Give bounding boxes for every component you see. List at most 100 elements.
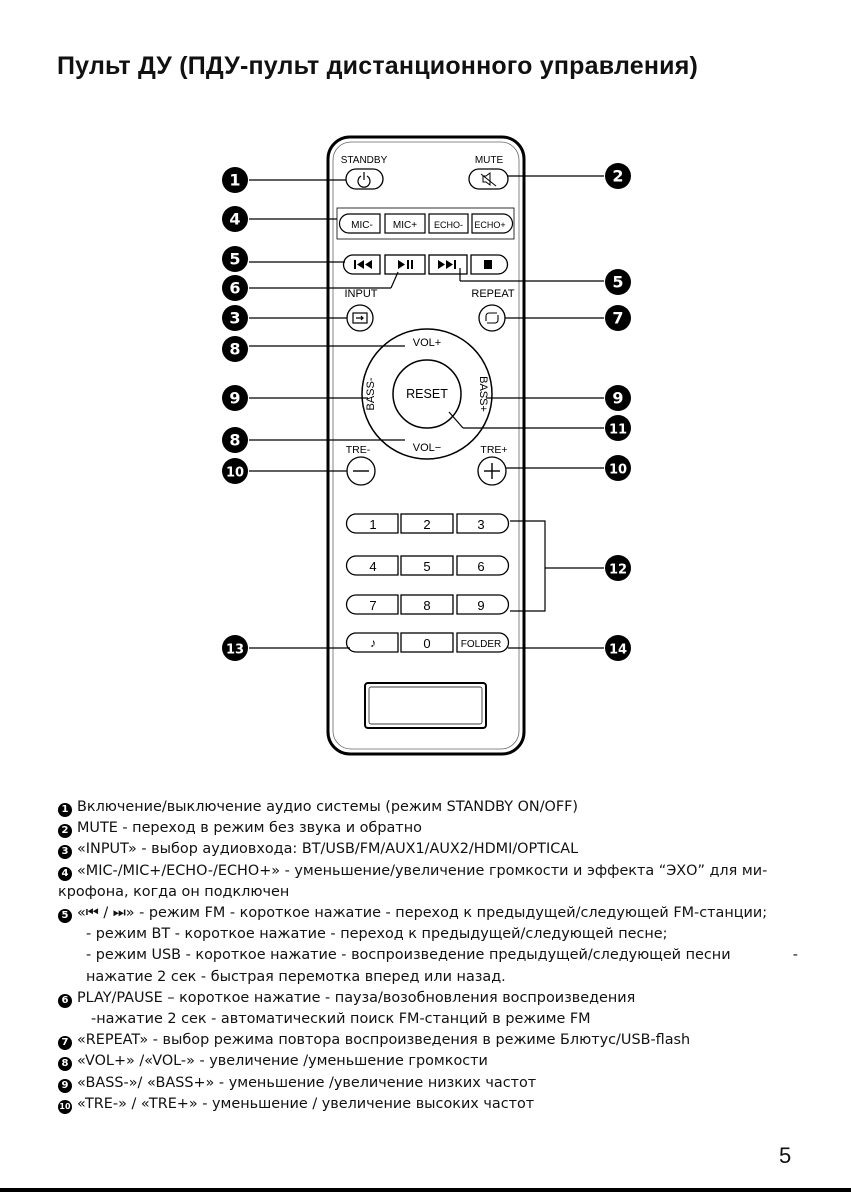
folder-button[interactable]: FOLDER [456,632,510,653]
number-label-9: 9 [477,598,484,613]
desc-4b: крофона, когда он подключен [58,883,290,900]
desc-8: 8«VOL+» /«VOL-» - увеличение /уменьшение… [58,1051,798,1072]
mute-button[interactable] [468,168,509,190]
callout-14: 14 [605,635,631,661]
bullet-9: 9 [58,1078,72,1093]
number-label-3: 3 [477,517,484,532]
zero-button[interactable] [400,632,454,653]
callout-number-2: 2 [612,167,623,186]
callout-10: 10 [605,455,631,481]
number-label-1: 1 [369,517,376,532]
next-button[interactable] [428,254,468,275]
number-button-8[interactable]: 8 [400,594,454,615]
callout-6: 6 [222,275,248,301]
callout-number-8: 8 [229,431,240,450]
callout-number-6: 6 [229,279,240,298]
number-button-9[interactable]: 9 [456,594,510,615]
mic-echo-group-frame [336,207,515,240]
desc-9: 9«BASS-»/ «BASS+» - уменьшение /увеличен… [58,1073,798,1094]
callout-number-5: 5 [612,273,623,292]
mic-plus-button[interactable] [384,213,426,234]
number-button-2[interactable]: 2 [400,513,454,534]
bass-minus-label[interactable]: BASS- [365,377,377,410]
number-button-1[interactable]: 1 [345,513,399,534]
bullet-4: 4 [58,866,72,881]
echo-minus-button[interactable] [428,213,469,234]
plus-icon [484,463,500,479]
vol-minus-label[interactable]: VOL− [413,442,441,454]
number-button-4[interactable]: 4 [345,555,399,576]
mic-minus-label: MIC- [351,220,373,231]
previous-button[interactable] [342,254,381,275]
callout-8: 8 [222,336,248,362]
music-button[interactable]: ♪ [345,632,399,653]
repeat-button[interactable] [478,304,506,332]
remote-inner-edge [332,141,520,750]
callout-number-13: 13 [226,643,244,658]
number-button-3[interactable]: 3 [456,513,510,534]
callout-1: 1 [222,167,248,193]
number-button-5[interactable]: 5 [400,555,454,576]
callout-number-3: 3 [229,309,240,328]
page-number: 5 [779,1143,792,1168]
bullet-6: 6 [58,993,72,1008]
mic-plus-label: MIC+ [393,220,417,231]
callout-12: 12 [605,555,631,581]
folder-label: FOLDER [461,639,502,650]
play-pause-button[interactable] [384,254,426,275]
ir-window [364,682,487,729]
repeat-icon [485,312,499,324]
callout-5: 5 [222,246,248,272]
mic-minus-button[interactable]: MIC- [338,213,381,234]
standby-label: STANDBY [341,155,388,166]
callout-number-4: 4 [229,210,240,229]
echo-plus-button[interactable]: ECHO+ [471,213,514,234]
callout-lines [249,175,604,649]
callout-number-9: 9 [229,389,240,408]
bullet-5: 5 [58,909,72,924]
number-label-6: 6 [477,559,484,574]
callout-number-11: 11 [609,423,627,438]
desc-3: 3«INPUT» - выбор аудиовхода: BT/USB/FM/A… [58,839,798,860]
bullet-7: 7 [58,1036,72,1051]
zero-label: 0 [423,636,430,651]
bullet-10: 10 [58,1099,72,1114]
callout-number-5: 5 [229,250,240,269]
stop-button[interactable] [470,254,509,275]
remote-control-diagram: STANDBY MUTE MIC- MIC+ ECHO- ECHO+ INPUT [222,135,631,756]
remote-body [326,135,526,756]
desc-5a: 5«⏮ / ⏭» - режим FM - короткое нажатие -… [58,903,798,924]
play-pause-icon [398,260,413,269]
bass-plus-label[interactable]: BASS+ [477,376,489,412]
callout-13: 13 [222,635,248,661]
vol-plus-label[interactable]: VOL+ [413,337,441,349]
number-pad: 1 2 3 4 5 6 7 8 9 [345,513,510,615]
input-label: INPUT [345,288,378,300]
number-button-6[interactable]: 6 [456,555,510,576]
callout-2: 2 [605,163,631,189]
reset-button[interactable] [392,359,462,429]
bottom-rule [0,1188,851,1192]
number-label-7: 7 [369,598,376,613]
repeat-label: REPEAT [471,288,514,300]
callout-number-1: 1 [229,171,240,190]
callout-number-14: 14 [609,643,627,658]
callout-11: 11 [605,415,631,441]
callout-5: 5 [605,269,631,295]
previous-icon [354,260,372,269]
desc-5b: - режим BT - короткое нажатие - переход … [86,926,668,943]
desc-6b: -нажатие 2 сек - автоматический поиск FM… [91,1011,591,1028]
power-icon [357,172,371,188]
callout-9: 9 [605,385,631,411]
number-button-7[interactable]: 7 [345,594,399,615]
bullet-3: 3 [58,845,72,860]
number-label-2: 2 [423,517,430,532]
number-label-5: 5 [423,559,430,574]
callout-9: 9 [222,385,248,411]
mute-label: MUTE [475,155,504,166]
callout-number-9: 9 [612,389,623,408]
desc-4a: 4«MIC-/MIC+/ECHO-/ECHO+» - уменьшение/ув… [58,861,798,882]
